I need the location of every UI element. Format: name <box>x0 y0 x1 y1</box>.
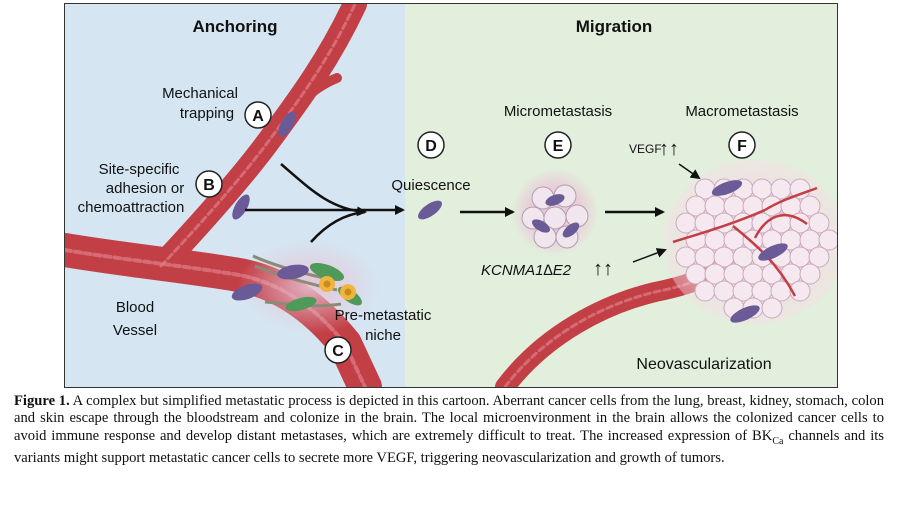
site-specific-line1: Site-specific <box>99 161 180 178</box>
micrometastasis-label: Micrometastasis <box>504 103 612 120</box>
figure-panel: Anchoring Migration A B C D E F Mechanic… <box>64 3 838 388</box>
label-circles <box>195 101 756 364</box>
migration-title: Migration <box>576 17 653 36</box>
caption-figure-label: Figure 1. <box>14 393 70 409</box>
label-B: B <box>203 177 215 194</box>
site-specific-line3: chemoattraction <box>78 199 185 216</box>
circle-A <box>244 101 272 129</box>
circle-B <box>195 170 223 198</box>
pre-metastatic-line1: Pre-metastatic <box>335 307 432 324</box>
cancer-cells <box>231 111 442 301</box>
label-C: C <box>332 343 344 360</box>
label-D: D <box>425 138 437 155</box>
blood-vessel-line1: Blood <box>116 299 154 316</box>
pre-metastatic-niche <box>238 238 382 334</box>
quiescence-label: Quiescence <box>391 177 470 194</box>
circle-E <box>544 131 572 159</box>
label-F: F <box>737 138 747 155</box>
vegf-label: VEGF <box>629 142 662 156</box>
tumor-cell <box>799 195 821 217</box>
flow-arrows <box>245 163 701 263</box>
neovascularization-label: Neovascularization <box>636 356 771 373</box>
circle-F <box>728 131 756 159</box>
mechanical-trapping-line2: trapping <box>180 105 234 122</box>
label-A: A <box>252 108 264 125</box>
label-E: E <box>553 138 564 155</box>
tumor-cell <box>789 178 811 200</box>
tumor-cell <box>799 263 821 285</box>
site-specific-line2: adhesion or <box>106 180 184 197</box>
mechanical-trapping-line1: Mechanical <box>162 85 238 102</box>
tumor-cell <box>808 212 830 234</box>
vegf-up-arrows: ↑↑ <box>659 138 679 160</box>
pre-metastatic-line2: niche <box>365 327 401 344</box>
circle-C <box>324 336 352 364</box>
caption-text-part1: A complex but simplified metastatic proc… <box>14 393 885 444</box>
micrometastasis-cluster <box>511 168 599 256</box>
figure-caption: Figure 1. A complex but simplified metas… <box>14 393 884 468</box>
blood-vessel-line2: Vessel <box>113 322 157 339</box>
anchoring-title: Anchoring <box>193 17 278 36</box>
kcnma1-up-arrows: ↑↑ <box>593 258 613 280</box>
caption-subscript: Ca <box>772 435 784 447</box>
tumor-cell <box>808 246 830 268</box>
circle-D <box>417 131 445 159</box>
kcnma1-label: KCNMA1∆E2 <box>481 262 572 279</box>
tumor-cell <box>818 229 837 251</box>
macrometastasis-label: Macrometastasis <box>685 103 798 120</box>
tumor-cell <box>694 280 716 302</box>
macrometastasis-tumor <box>663 160 837 324</box>
metastasis-diagram: Anchoring Migration A B C D E F Mechanic… <box>65 4 837 387</box>
caption-text-part2: channels and its variants might support … <box>14 427 884 467</box>
tumor-cell <box>761 297 783 319</box>
